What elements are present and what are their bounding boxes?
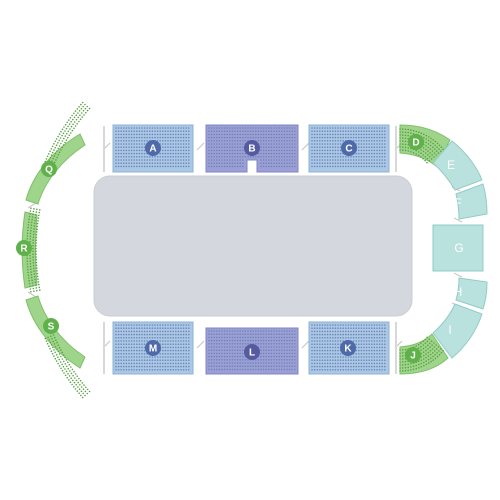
section-label-h: H (454, 285, 463, 299)
svg-text:B: B (248, 144, 255, 155)
svg-text:S: S (48, 322, 55, 333)
section-badge-s: S (43, 318, 59, 334)
section-badge-l: L (244, 344, 260, 360)
section-q[interactable] (25, 101, 91, 205)
svg-text:G: G (454, 241, 463, 255)
arena-floor (93, 175, 413, 317)
section-label-i: I (448, 323, 451, 337)
svg-text:Q: Q (45, 165, 53, 176)
svg-text:J: J (410, 351, 416, 362)
section-a[interactable] (112, 124, 194, 173)
section-badge-a: A (145, 140, 161, 156)
section-label-g: G (454, 241, 463, 255)
svg-text:M: M (149, 344, 157, 355)
svg-text:D: D (412, 138, 419, 149)
section-s[interactable] (25, 295, 91, 399)
section-badge-b: B (244, 140, 260, 156)
section-f[interactable] (455, 183, 488, 220)
section-e[interactable] (432, 140, 483, 191)
section-h[interactable] (455, 277, 488, 310)
section-g[interactable] (432, 224, 484, 272)
svg-text:L: L (249, 348, 255, 359)
section-l[interactable] (205, 327, 299, 375)
rail-markers (103, 126, 397, 374)
svg-text:A: A (149, 144, 156, 155)
section-m[interactable] (112, 321, 194, 375)
section-badge-m: M (145, 340, 161, 356)
svg-text:R: R (20, 244, 28, 255)
svg-text:K: K (344, 344, 352, 355)
section-badge-c: C (341, 140, 357, 156)
svg-text:E: E (447, 158, 455, 172)
svg-text:H: H (454, 285, 463, 299)
section-badge-d: D (408, 134, 424, 150)
seat-dots (44, 101, 91, 166)
seat-dots (208, 330, 296, 371)
section-badge-j: J (405, 347, 421, 363)
section-i[interactable] (432, 303, 483, 359)
seat-dots (115, 127, 190, 168)
svg-text:I: I (448, 323, 451, 337)
seat-dots (44, 334, 91, 399)
section-label-e: E (447, 158, 455, 172)
section-badge-r: R (16, 240, 32, 256)
seat-dots (115, 324, 190, 371)
section-badge-k: K (340, 340, 356, 356)
svg-text:C: C (345, 144, 352, 155)
section-label-f: F (454, 196, 461, 210)
section-badge-q: Q (41, 161, 57, 177)
svg-text:F: F (454, 196, 461, 210)
